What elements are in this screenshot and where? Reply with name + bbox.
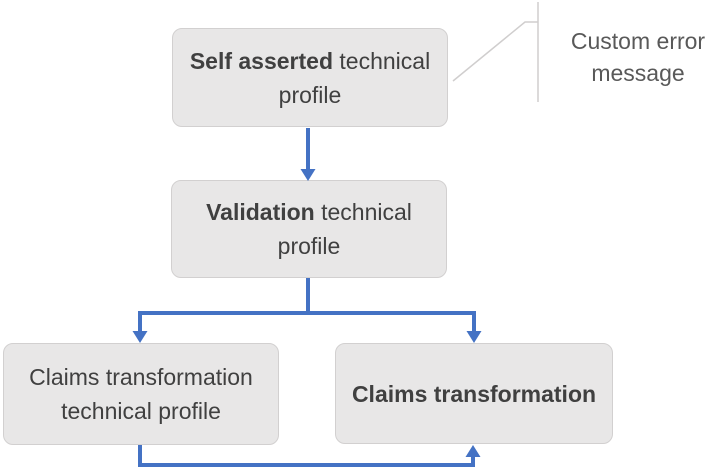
node-claims-transformation: Claims transformation — [335, 343, 613, 444]
connector-split — [138, 311, 476, 332]
arrowhead-into-claims-transformation-bottom — [465, 445, 481, 457]
arrowhead-into-validation — [300, 169, 316, 181]
arrowhead-into-claims-tp — [132, 331, 148, 343]
node-label-line2: profile — [277, 233, 341, 259]
callout-leader-line — [452, 21, 538, 82]
node-label-rest: technical — [333, 47, 431, 74]
node-label-line1: Validation technical — [206, 195, 412, 229]
node-label-line2: technical profile — [61, 398, 221, 424]
node-self-asserted-technical-profile: Self asserted technical profile — [172, 28, 448, 127]
node-label-bold: Validation — [206, 199, 315, 225]
node-label-rest: technical — [314, 199, 412, 225]
node-label-bold: Self asserted — [189, 47, 334, 74]
node-claims-transformation-technical-profile: Claims transformation technical profile — [3, 343, 279, 445]
node-label-line1: Self asserted technical — [190, 44, 430, 78]
node-label-line2: profile — [278, 81, 342, 108]
arrowhead-into-claims-transformation-top — [466, 331, 482, 343]
callout-custom-error-message: Custom error message — [570, 28, 706, 86]
node-label-rest: Claims transformation — [29, 364, 253, 390]
connector-claims-tp-to-claims-transformation — [138, 445, 475, 467]
node-validation-technical-profile: Validation technical profile — [171, 180, 447, 278]
node-label-line1: Claims transformation — [29, 360, 253, 394]
node-label-line1: Claims transformation — [352, 377, 596, 411]
node-label-bold: Claims transformation — [351, 380, 597, 407]
